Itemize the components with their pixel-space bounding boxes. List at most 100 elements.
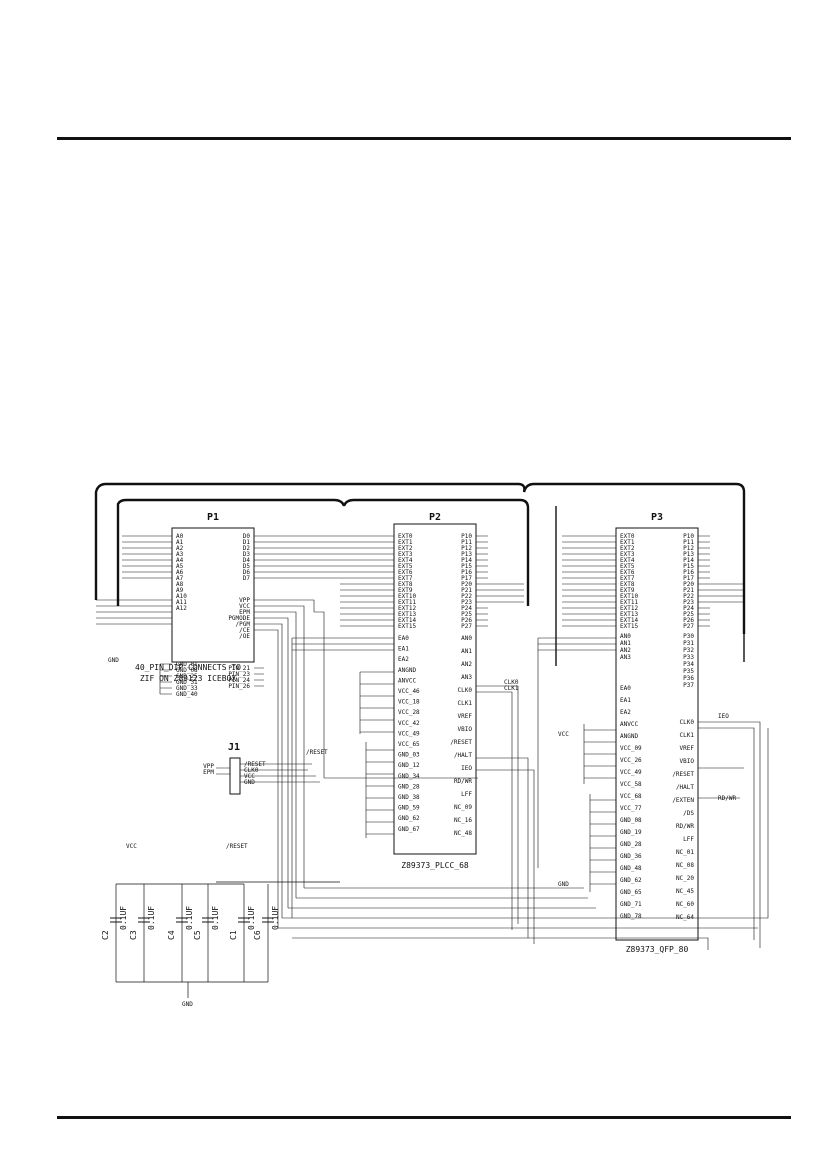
p2-pin-label: EXT11 <box>398 599 416 606</box>
p1-pin-label: A10 <box>176 593 187 600</box>
p3-pin-label: EA0 <box>620 685 631 692</box>
p2-pin-label: GND_34 <box>398 773 420 780</box>
p1-caption-2: ZIF ON Z89123 ICEBOX <box>140 674 237 683</box>
p1-pin-label: GND_31 <box>176 679 198 686</box>
p2-pin-label: EXT8 <box>398 581 413 588</box>
p1-pin-label: VPP <box>239 597 250 604</box>
pin-labels: A0A1A2A3A4A5A6A7A8A9A10A11A12D0D1D2D3D4D… <box>176 533 694 921</box>
p1-pin-label: D1 <box>243 539 251 546</box>
j1-pin-label: EPM <box>203 769 214 776</box>
p3-pin-label: NC_20 <box>676 875 694 882</box>
p1-pin-label: /OE <box>239 633 250 640</box>
p3-pin-label: P37 <box>683 682 694 689</box>
p2-pin-label: /HALT <box>454 752 472 759</box>
j1-pin-label: GND <box>244 779 255 786</box>
p3-pin-label: P12 <box>683 545 694 552</box>
p2-pin-label: VBIO <box>458 726 473 733</box>
schematic-diagram: P1 P2 P3 J1 40_PIN_DIP CONNECTS TO ZIF O… <box>94 482 769 1008</box>
p2-pin-label: P26 <box>461 617 472 624</box>
p3-subtitle: Z89373_QFP_80 <box>626 945 689 954</box>
capacitor-ref: C2 <box>101 930 110 940</box>
p2-pin-label: EXT0 <box>398 533 413 540</box>
p3-pin-label: ANVCC <box>620 721 638 728</box>
net-ieo: IEO <box>718 713 729 720</box>
p1-pin-label: EPM <box>239 609 250 616</box>
p1-pin-label: A7 <box>176 575 184 582</box>
p3-pin-label: P26 <box>683 617 694 624</box>
p3-pin-label: P34 <box>683 661 694 668</box>
p3-pin-label: VCC_77 <box>620 805 642 812</box>
p2-pin-label: VREF <box>458 713 473 720</box>
p2-pin-label: GND_67 <box>398 826 420 833</box>
p1-pin-label: A6 <box>176 569 184 576</box>
p2-pin-label: EXT1 <box>398 539 413 546</box>
capacitor-value: 0.1UF <box>271 906 280 930</box>
p3-pin-label: GND_36 <box>620 853 642 860</box>
p2-pin-label: P11 <box>461 539 472 546</box>
p3-vcc-label: VCC <box>558 731 569 738</box>
p3-pin-label: VCC_26 <box>620 757 642 764</box>
p2-pin-label: P23 <box>461 599 472 606</box>
p2-pin-label: VCC_65 <box>398 741 420 748</box>
p3-pin-label: P30 <box>683 633 694 640</box>
p2-pin-label: P22 <box>461 593 472 600</box>
p1-pin-label: D6 <box>243 569 251 576</box>
p2-pin-label: AN2 <box>461 661 472 668</box>
p3-pin-label: NC_08 <box>676 862 694 869</box>
p3-pin-label: EXT8 <box>620 581 635 588</box>
p2-pin-label: AN1 <box>461 648 472 655</box>
p3-pin-label: P13 <box>683 551 694 558</box>
capacitor-value: 0.1UF <box>185 906 194 930</box>
p3-pin-label: VCC_58 <box>620 781 642 788</box>
p2-pin-label: GND_28 <box>398 783 420 790</box>
j1-pin-label: VCC <box>244 773 255 780</box>
p2-pin-label: CLK1 <box>458 700 473 707</box>
p2-pin-label: P17 <box>461 575 472 582</box>
p2-pin-label: EA2 <box>398 656 409 663</box>
p3-pin-label: EXT6 <box>620 569 635 576</box>
p3-pin-label: P25 <box>683 611 694 618</box>
p2-pin-label: VCC_49 <box>398 730 420 737</box>
p2-pin-label: AN0 <box>461 635 472 642</box>
p3-pin-label: GND_78 <box>620 913 642 920</box>
p1-pin-label: A11 <box>176 599 187 606</box>
caps-gnd-label: GND <box>182 1001 193 1008</box>
p2-pin-label: GND_03 <box>398 752 420 759</box>
p2-pin-label: P16 <box>461 569 472 576</box>
capacitor-value: 0.1UF <box>119 906 128 930</box>
p1-pin-label: /CE <box>239 627 250 634</box>
p2-pin-label: P20 <box>461 581 472 588</box>
net-rdwr: RD/WR <box>718 795 736 802</box>
p3-pin-label: P36 <box>683 675 694 682</box>
p2-pin-label: EXT6 <box>398 569 413 576</box>
p2-pin-label: EXT14 <box>398 617 416 624</box>
p1-pin-label: GND_33 <box>176 685 198 692</box>
p3-pin-label: GND_62 <box>620 877 642 884</box>
p2-pin-label: P15 <box>461 563 472 570</box>
p2-pin-label: /RESET <box>450 739 472 746</box>
capacitor-ref: C1 <box>229 930 238 940</box>
p3-pin-label: LFF <box>683 836 694 843</box>
p2-pin-label: EXT12 <box>398 605 416 612</box>
net-clk1: CLK1 <box>504 685 519 692</box>
p2-pin-label: P27 <box>461 623 472 630</box>
p3-pin-label: P21 <box>683 587 694 594</box>
p3-pin-label: EA1 <box>620 697 631 704</box>
p1-pin-label: A2 <box>176 545 184 552</box>
p2-pin-label: NC_16 <box>454 817 472 824</box>
p3-pin-label: EXT14 <box>620 617 638 624</box>
p1-pin-label: PGMODE <box>228 615 250 622</box>
p1-pin-label: PIN_24 <box>228 677 250 684</box>
p2-pin-label: P12 <box>461 545 472 552</box>
p2-pin-label: P13 <box>461 551 472 558</box>
p3-pin-label: AN1 <box>620 640 631 647</box>
p1-pin-label: A5 <box>176 563 184 570</box>
capacitor-ref: C3 <box>129 930 138 940</box>
p1-gnd-label: GND <box>108 657 119 664</box>
p2-pin-label: EXT13 <box>398 611 416 618</box>
p2-pin-label: EXT3 <box>398 551 413 558</box>
capacitor-ref: C6 <box>253 930 262 940</box>
p1-pin-label: A9 <box>176 587 184 594</box>
p3-pin-label: EXT0 <box>620 533 635 540</box>
p3-pin-label: CLK1 <box>680 732 695 739</box>
